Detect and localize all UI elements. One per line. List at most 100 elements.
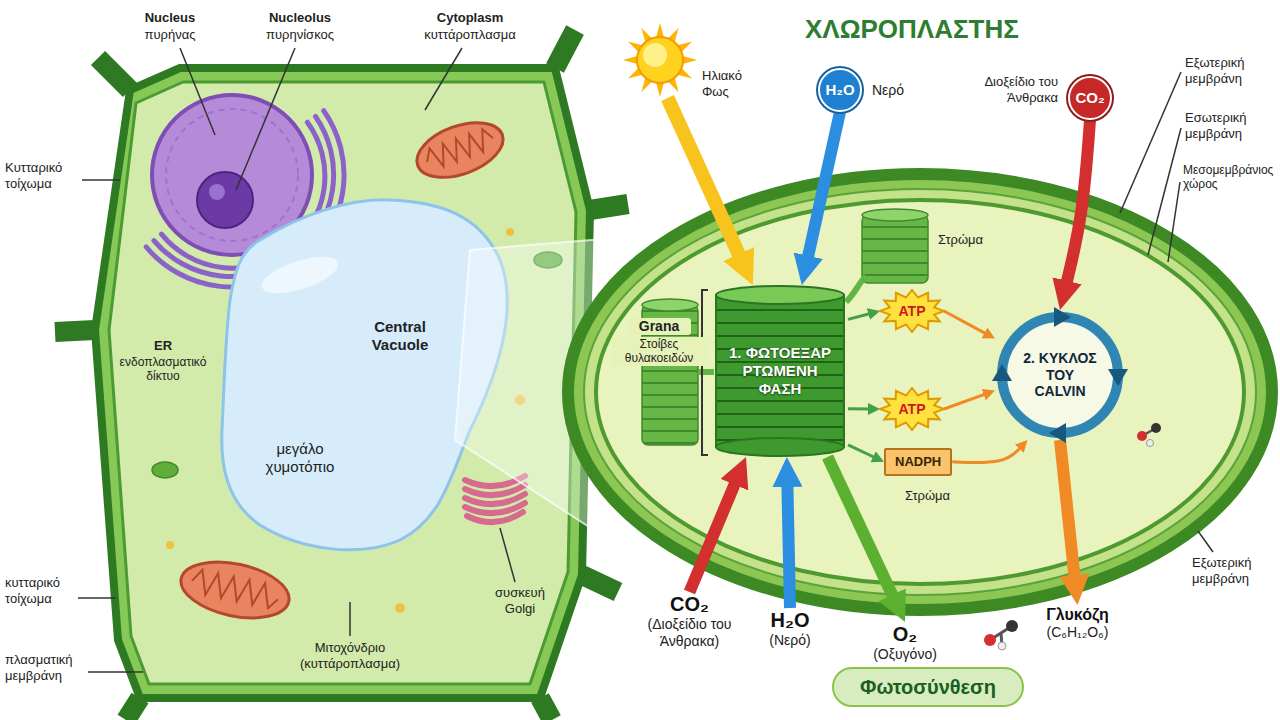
stroma — [596, 200, 1244, 584]
atom — [984, 634, 996, 646]
node-text: ATP — [899, 401, 926, 418]
flow-arrow — [668, 98, 743, 262]
part-label: πυρήνας — [125, 27, 215, 43]
nucleolus-shine — [209, 184, 225, 200]
atom — [1006, 620, 1018, 632]
part-label: Εσωτερική μεμβράνη — [1185, 110, 1275, 141]
leader-line — [349, 602, 351, 636]
calvin-cycle: 2. ΚΥΚΛΟΣ ΤΟΥ CALVIN — [995, 310, 1125, 440]
atp-burst: ATP — [880, 290, 944, 332]
flow-arrow — [952, 447, 1021, 463]
node-text: (Διοξείδιο του Άνθρακα) — [632, 616, 747, 650]
nucleolus — [197, 172, 253, 228]
cycle-arrowhead — [1049, 423, 1066, 443]
sun-ray — [683, 56, 697, 64]
part-label: Grana — [627, 318, 691, 335]
small-chloroplast — [152, 462, 178, 478]
sun-shine — [643, 43, 667, 67]
atom — [1151, 423, 1161, 433]
golgi-cisterna — [465, 494, 525, 504]
cristae — [423, 127, 496, 172]
water-label: H₂O(Νερό) — [755, 608, 825, 649]
granum-top — [862, 209, 928, 221]
node-text: ATP — [899, 303, 926, 320]
nadph-box: NADPH — [884, 448, 952, 476]
cristae — [190, 568, 281, 610]
vesicle — [395, 603, 405, 613]
caption-badge: Φωτοσύνθεση — [832, 667, 1024, 707]
atom — [998, 642, 1006, 650]
golgi-apparatus — [465, 476, 525, 522]
glucose-molecule — [984, 620, 1018, 650]
flow-arrow — [828, 457, 896, 602]
leader-lines — [78, 48, 1213, 672]
part-label: Στοίβες θυλακοειδών — [612, 337, 706, 366]
golgi-cisterna — [467, 512, 523, 522]
part-label: Μεσομεμβράνιος χώρος — [1183, 163, 1278, 192]
node-text: Γλυκόζη — [1046, 605, 1109, 624]
leader-line — [78, 597, 116, 599]
part-label: Central Vacuole — [355, 318, 445, 354]
sun-ray — [656, 23, 664, 37]
co2-input: CO₂Διοξείδιο του Άνθρακα — [1068, 76, 1112, 120]
golgi-cisterna — [465, 503, 525, 513]
leader-line — [1168, 182, 1180, 262]
granum-top — [642, 299, 698, 311]
part-label: συσκευή Golgi — [485, 585, 555, 616]
part-label: Nucleus — [125, 10, 215, 26]
part-label: ER — [115, 338, 211, 354]
part-label: Εξωτερική μεμβράνη — [1192, 555, 1277, 586]
cycle-ring — [1002, 317, 1118, 433]
mitochondrion-body — [176, 553, 294, 627]
leader-line — [500, 528, 515, 582]
part-label: ενδοπλασματικό δίκτυο — [115, 355, 211, 384]
granum-top — [716, 286, 844, 304]
atom — [1137, 431, 1147, 441]
leader-line — [236, 48, 295, 190]
part-label: Εξωτερική μεμβράνη — [1185, 55, 1275, 86]
part-label: μεγάλο χυμοτόπιο — [250, 440, 350, 476]
flow-arrow — [807, 112, 840, 263]
water-input: H₂OΝερό — [818, 68, 862, 112]
flow-arrow — [944, 311, 987, 334]
vesicle — [506, 228, 514, 236]
flow-arrow — [848, 313, 871, 319]
part-label: πυρηνίσκος — [255, 27, 345, 43]
node-text: H₂O — [771, 608, 810, 632]
flow-arrow — [848, 445, 876, 458]
flow-arrow — [690, 478, 738, 592]
part-label: πλασματική μεμβράνη — [5, 652, 105, 683]
flow-arrow — [787, 479, 790, 608]
mitochondrion-body — [410, 112, 511, 188]
node-text: CO₂ — [1075, 89, 1104, 107]
sun-shape — [622, 22, 698, 98]
vesicle — [166, 541, 174, 549]
node-text: O₂ — [893, 622, 917, 646]
oxygen-label: O₂(Οξυγόνο) — [865, 622, 945, 663]
cycle-arrowhead — [992, 364, 1012, 381]
stroma-molecule — [1137, 423, 1161, 447]
part-label: κυτταρικό τοίχωμα — [5, 575, 100, 606]
co2-label: CO₂(Διοξείδιο του Άνθρακα) — [632, 592, 747, 650]
node-text: Ηλιακό Φως — [702, 68, 760, 99]
granum-bottom — [716, 438, 844, 456]
node-text: Διοξείδιο του Άνθρακα — [963, 74, 1058, 105]
cycle-arrowhead — [1054, 307, 1071, 327]
node-text: NADPH — [895, 454, 941, 470]
part-label: κυττάροπλασμα — [415, 27, 525, 43]
granum-body — [862, 215, 928, 283]
part-label: Στρώμα — [938, 232, 1008, 248]
vacuole-shine — [258, 249, 343, 300]
cycle-arrowhead — [1108, 369, 1128, 386]
flow-arrow — [848, 407, 871, 410]
outer-membrane — [568, 174, 1272, 610]
node-text: 2. ΚΥΚΛΟΣ ΤΟΥ CALVIN — [1020, 350, 1100, 400]
sun-ray — [623, 56, 637, 64]
atp-burst: ATP — [880, 388, 944, 430]
light-phase-stack: 1. ΦΩΤΟΕΞΑΡ ΡΤΩΜΕΝΗ ΦΑΣΗ — [712, 285, 848, 457]
part-label: Cytoplasm — [415, 10, 525, 26]
node-text: (Οξυγόνο) — [873, 646, 937, 663]
sun-disc — [637, 37, 683, 83]
granum-body — [716, 295, 844, 447]
stroma-lamella — [698, 369, 714, 375]
